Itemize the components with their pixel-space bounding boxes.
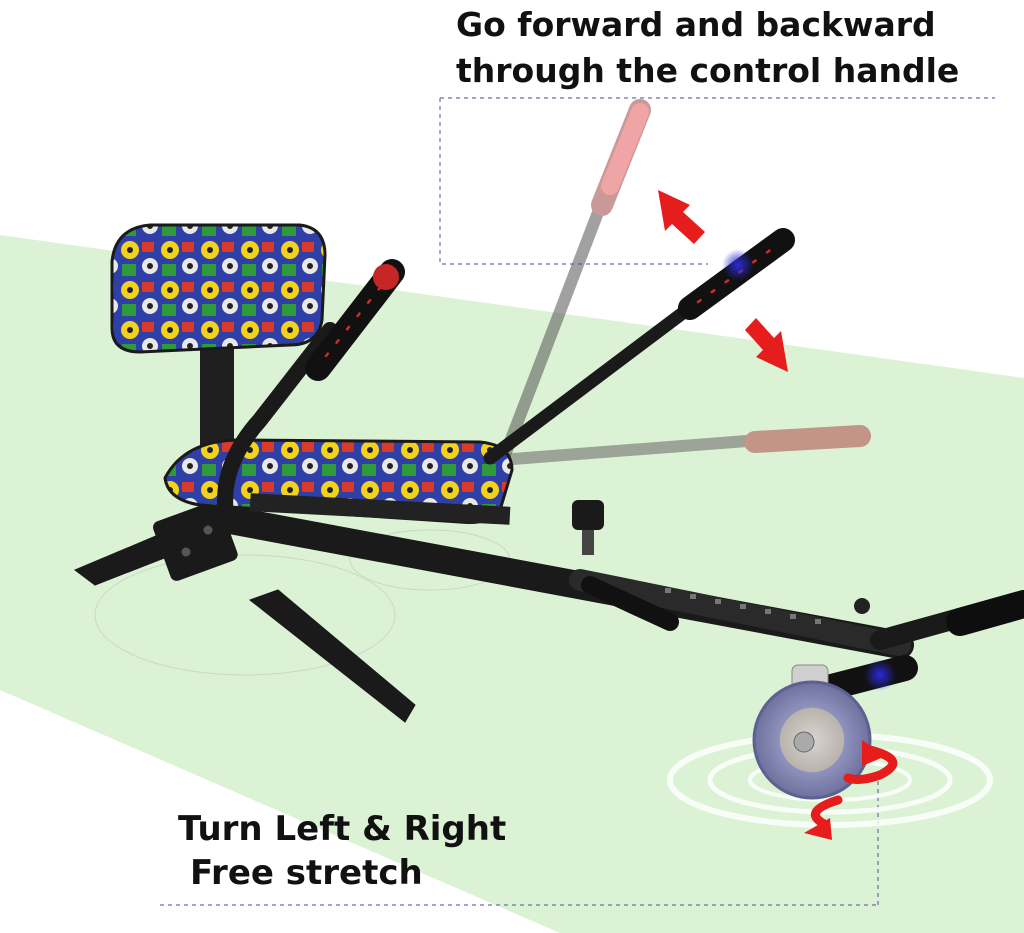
seat-back: [110, 223, 327, 354]
top-caption-line1: Go forward and backward: [456, 5, 936, 44]
rear-stand: [74, 501, 416, 723]
faded-handle-up: [499, 99, 651, 461]
adjustment-knob: [572, 500, 604, 555]
caster-wheel: [752, 664, 872, 800]
top-caption: Go forward and backward through the cont…: [456, 2, 1016, 94]
top-caption-line2: through the control handle: [456, 51, 960, 90]
bottom-caption-line2: Free stretch: [190, 853, 423, 893]
direction-arrow-icon: [658, 190, 788, 372]
left-handle: [217, 259, 405, 533]
faded-handle-forward: [494, 425, 871, 466]
main-frame: [216, 506, 914, 659]
bottom-caption: Turn Left & Right Free stretch: [178, 807, 578, 895]
right-handle: [483, 228, 795, 465]
bottom-caption-line1: Turn Left & Right: [178, 809, 507, 849]
dashed-guides: [160, 97, 995, 906]
